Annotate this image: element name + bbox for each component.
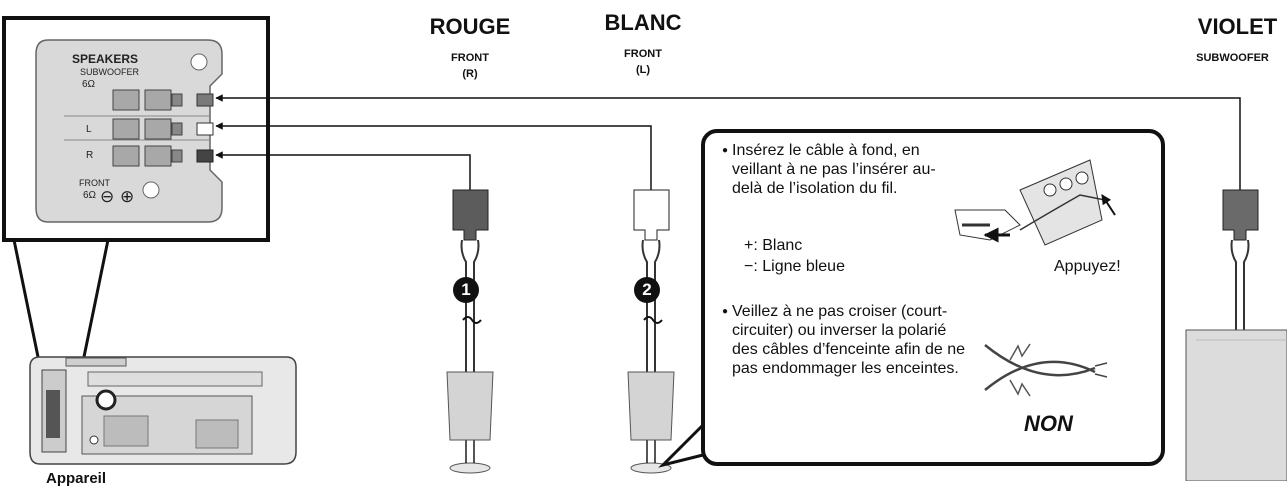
wire-front-right [215, 151, 471, 190]
step-1-circle [453, 277, 479, 303]
channel-color-blanc: BLANC [604, 10, 682, 35]
plus-terminal-icon: ⊕ [120, 187, 135, 206]
channel-position-blanc: FRONT [624, 48, 662, 60]
panel-row-l: L [86, 124, 92, 135]
crossed-wires-illustration [984, 343, 1108, 397]
channel-position-rouge: FRONT [451, 52, 489, 64]
speaker-front-right [446, 189, 494, 474]
step-2-label: 2 [642, 280, 652, 299]
speaker-subwoofer [1185, 189, 1287, 481]
panel-title: SPEAKERS [72, 52, 139, 66]
instruction-warning-text: Veillez à ne pas croiser (court-circuite… [722, 302, 968, 378]
panel-front-label: FRONT [79, 178, 110, 188]
channel-position-violet: SUBWOOFER [1196, 52, 1269, 64]
panel-row-r: R [86, 150, 94, 161]
channel-side-blanc: (L) [635, 64, 651, 76]
wire-front-left [215, 122, 652, 190]
wire-subwoofer [215, 94, 1241, 190]
instruction-minus: −: Ligne bleue [744, 258, 845, 275]
main-unit [29, 356, 297, 465]
panel-subwoofer-impedance: 6Ω [82, 79, 96, 90]
unit-label: Appareil [46, 470, 107, 487]
instruction-insert-text: Insérez le câble à fond, en veillant à n… [722, 141, 957, 198]
panel-front-impedance: 6Ω [83, 190, 97, 201]
instruction-insert: Insérez le câble à fond, en veillant à n… [722, 141, 957, 198]
press-label: Appuyez! [1054, 258, 1121, 275]
press-illustration [954, 159, 1116, 246]
step-2-circle [634, 277, 660, 303]
channel-color-violet: VIOLET [1197, 14, 1278, 39]
step-1-label: 1 [461, 280, 471, 299]
terminal-plate [35, 39, 223, 223]
no-label: NON [1024, 411, 1073, 436]
instruction-warning: Veillez à ne pas croiser (court-circuite… [722, 302, 968, 378]
instruction-plus: +: Blanc [744, 237, 803, 254]
callout-pointer [658, 423, 705, 468]
channel-side-rouge: (R) [462, 68, 478, 80]
minus-terminal-icon: ⊖ [100, 187, 115, 206]
speaker-front-left [627, 189, 675, 474]
panel-subwoofer-label: SUBWOOFER [80, 67, 140, 77]
channel-color-rouge: ROUGE [429, 14, 511, 39]
